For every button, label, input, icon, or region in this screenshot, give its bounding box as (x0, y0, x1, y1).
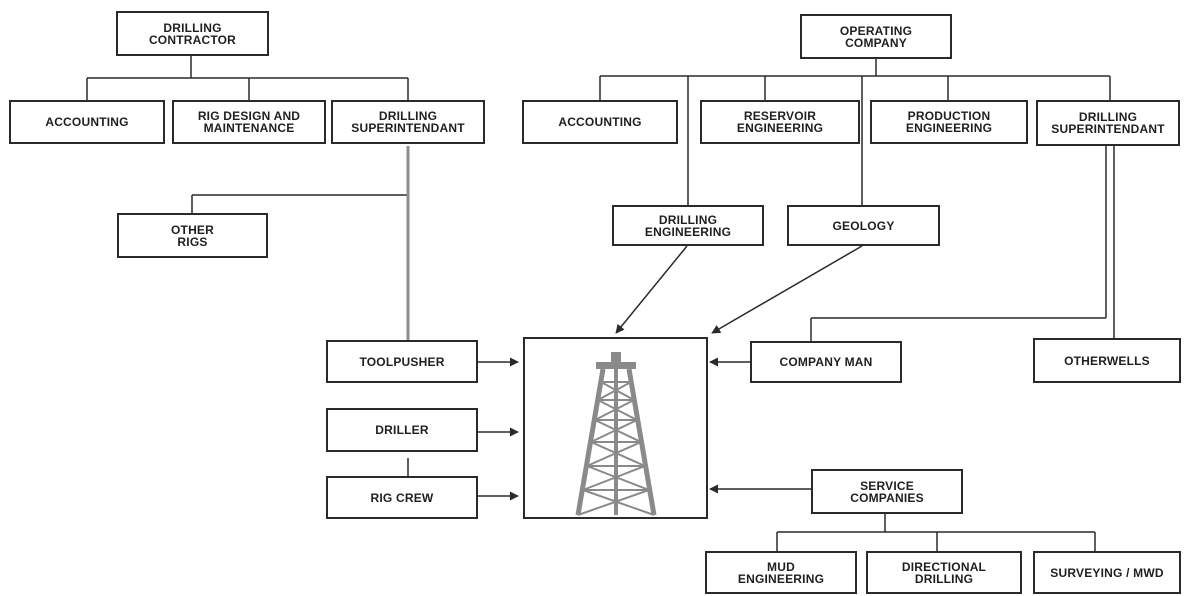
node-label: OTHER RIGS (171, 222, 214, 249)
node-label: RIG DESIGN AND MAINTENANCE (197, 109, 301, 135)
drilling-engineering-box: DRILLING ENGINEERING (612, 205, 764, 246)
other-rigs-box: OTHER RIGS (117, 213, 268, 258)
node-label: COMPANY MAN (779, 355, 873, 369)
node-label: DRILLING SUPERINTENDANT (351, 109, 465, 135)
geology-box: GEOLOGY (787, 205, 940, 246)
node-label: RIG CREW (370, 490, 434, 505)
dc-superintendant-box: DRILLING SUPERINTENDANT (331, 100, 485, 144)
node-label: DRILLER (375, 423, 429, 437)
dc-accounting-box: ACCOUNTING (9, 100, 165, 144)
node-label: DIRECTIONAL DRILLING (901, 559, 987, 586)
production-engineering-box: PRODUCTION ENGINEERING (870, 100, 1028, 144)
drilling-rig-icon (575, 352, 657, 516)
node-label: PRODUCTION ENGINEERING (905, 109, 993, 135)
company-man-box: COMPANY MAN (750, 341, 902, 383)
mud-engineering-box: MUD ENGINEERING (705, 551, 857, 594)
arrow (615, 245, 688, 334)
oc-accounting-box: ACCOUNTING (522, 100, 678, 144)
reservoir-engineering-box: RESERVOIR ENGINEERING (700, 100, 860, 144)
directional-drilling-box: DIRECTIONAL DRILLING (866, 551, 1022, 594)
node-label: TOOLPUSHER (359, 354, 445, 369)
node-label: DRILLING SUPERINTENDANT (1051, 110, 1165, 136)
node-label: SERVICE COMPANIES (850, 478, 924, 505)
other-wells-box: OTHERWELLS (1033, 338, 1181, 383)
drilling-contractor-box: DRILLING CONTRACTOR (116, 11, 269, 56)
node-label: OTHERWELLS (1064, 353, 1150, 368)
node-label: MUD ENGINEERING (737, 559, 825, 586)
node-label: GEOLOGY (832, 218, 895, 233)
rig-crew-box: RIG CREW (326, 476, 478, 519)
arrow (711, 245, 863, 334)
node-label: RESERVOIR ENGINEERING (736, 109, 824, 135)
node-label: DRILLING ENGINEERING (644, 212, 732, 239)
node-label: OPERATING COMPANY (839, 23, 913, 50)
toolpusher-box: TOOLPUSHER (326, 340, 478, 383)
node-label: ACCOUNTING (558, 115, 642, 129)
driller-box: DRILLER (326, 408, 478, 452)
operating-company-box: OPERATING COMPANY (800, 14, 952, 59)
surveying-mwd-box: SURVEYING / MWD (1033, 551, 1181, 594)
node-label: ACCOUNTING (45, 115, 129, 129)
rig-design-box: RIG DESIGN AND MAINTENANCE (172, 100, 326, 144)
service-companies-box: SERVICE COMPANIES (811, 469, 963, 514)
node-label: DRILLING CONTRACTOR (148, 20, 237, 47)
node-label: SURVEYING / MWD (1050, 565, 1164, 580)
oc-superintendant-box: DRILLING SUPERINTENDANT (1036, 100, 1180, 146)
